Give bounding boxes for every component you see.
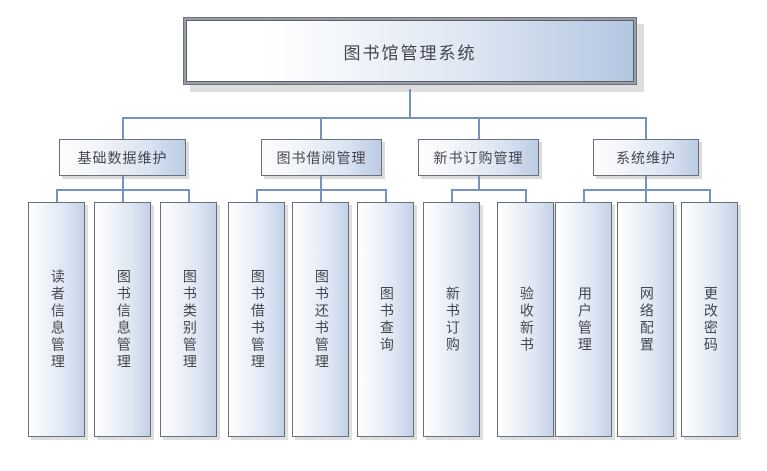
node-l2-label: 基础数据维护 <box>77 150 168 167</box>
node-leaf-label: 图书查询 <box>377 285 394 354</box>
node-l2-label: 图书借阅管理 <box>276 150 367 167</box>
connector-group-2-leaf-1 <box>256 189 258 202</box>
node-leaf-network-configuration[interactable]: 网络配置 <box>617 202 674 437</box>
node-l2-book-lending-management[interactable]: 图书借阅管理 <box>261 139 382 176</box>
node-leaf-reader-info-management[interactable]: 读者信息管理 <box>28 202 85 437</box>
connector-group-4-bus <box>583 189 711 191</box>
node-leaf-label: 更改密码 <box>701 285 718 354</box>
node-l2-basic-data-maintenance[interactable]: 基础数据维护 <box>59 139 186 176</box>
node-leaf-new-book-order[interactable]: 新书订购 <box>423 202 480 437</box>
connector-group-2-leaf-2 <box>320 189 322 202</box>
connector-l2-2-down <box>320 176 322 190</box>
connector-group-4-leaf-1 <box>583 189 585 202</box>
node-leaf-book-query[interactable]: 图书查询 <box>357 202 414 437</box>
node-l2-label: 新书订购管理 <box>433 150 524 167</box>
connector-l2-1-down <box>122 176 124 190</box>
connector-group-3-leaf-2 <box>525 189 527 202</box>
node-leaf-label: 新书订购 <box>443 285 460 354</box>
node-leaf-label: 图书借书管理 <box>248 268 265 371</box>
node-leaf-book-borrow-management[interactable]: 图书借书管理 <box>228 202 285 437</box>
connector-group-1-leaf-3 <box>188 189 190 202</box>
node-leaf-book-return-management[interactable]: 图书还书管理 <box>292 202 349 437</box>
connector-bus-to-l2-3 <box>478 117 480 139</box>
connector-bus-to-l2-1 <box>122 117 124 139</box>
connector-group-2-leaf-3 <box>385 189 387 202</box>
node-root-library-management-system[interactable]: 图书馆管理系统 <box>186 20 634 82</box>
node-l2-new-book-ordering-management[interactable]: 新书订购管理 <box>418 139 539 176</box>
connector-level2-bus <box>122 117 647 119</box>
connector-group-1-leaf-1 <box>56 189 58 202</box>
node-l2-system-maintenance[interactable]: 系统维护 <box>593 139 699 176</box>
node-leaf-new-book-acceptance[interactable]: 验收新书 <box>497 202 554 437</box>
node-leaf-label: 图书还书管理 <box>312 268 329 371</box>
connector-l2-3-down <box>478 176 480 190</box>
connector-group-4-leaf-2 <box>645 189 647 202</box>
connector-l2-4-down <box>645 176 647 190</box>
node-leaf-label: 用户管理 <box>575 285 592 354</box>
connector-bus-to-l2-4 <box>645 117 647 139</box>
connector-bus-to-l2-2 <box>320 117 322 139</box>
connector-root-down <box>409 89 411 118</box>
node-l2-label: 系统维护 <box>616 150 676 167</box>
connector-group-3-leaf-1 <box>451 189 453 202</box>
node-leaf-book-info-management[interactable]: 图书信息管理 <box>94 202 151 437</box>
node-leaf-user-management[interactable]: 用户管理 <box>555 202 612 437</box>
connector-group-3-bus <box>451 189 527 191</box>
node-leaf-label: 网络配置 <box>637 285 654 354</box>
node-leaf-change-password[interactable]: 更改密码 <box>681 202 738 437</box>
node-leaf-book-category-management[interactable]: 图书类别管理 <box>160 202 217 437</box>
node-leaf-label: 图书信息管理 <box>114 268 131 371</box>
connector-group-1-leaf-2 <box>122 189 124 202</box>
node-leaf-label: 图书类别管理 <box>180 268 197 371</box>
connector-group-4-leaf-3 <box>709 189 711 202</box>
node-root-label: 图书馆管理系统 <box>343 43 477 64</box>
node-leaf-label: 读者信息管理 <box>48 268 65 371</box>
node-leaf-label: 验收新书 <box>517 285 534 354</box>
